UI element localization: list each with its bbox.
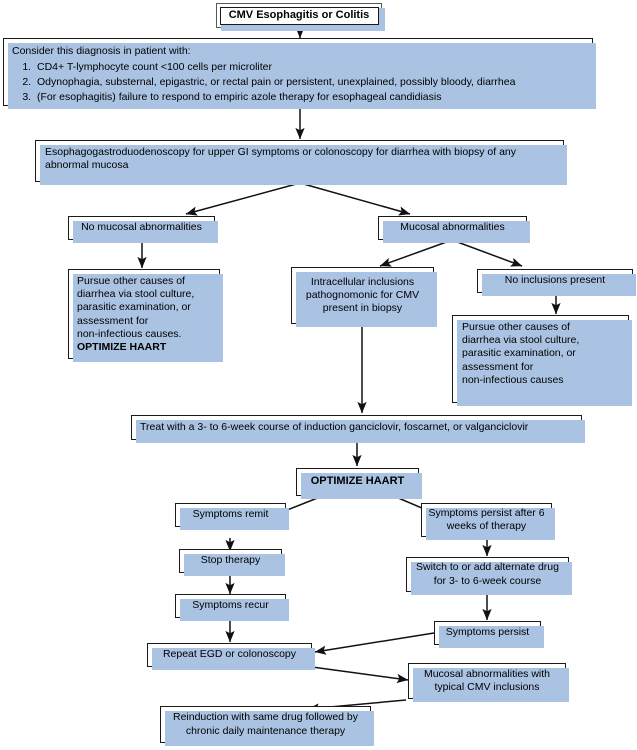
node-intracellular-inclusions-label: Intracellular inclusions pathognomonic f… — [305, 275, 420, 315]
pursue-left-line-5: non-infectious causes. — [77, 327, 182, 340]
node-symptoms-recur-label: Symptoms recur — [192, 599, 269, 612]
node-treat-induction-label: Treat with a 3- to 6-week course of indu… — [140, 420, 529, 433]
node-title-label: CMV Esophagitis or Colitis — [228, 8, 370, 21]
criteria-list: CD4+ T-lymphocyte count <100 cells per m… — [12, 60, 584, 105]
node-intracellular-inclusions: Intracellular inclusions pathognomonic f… — [291, 267, 437, 327]
criteria-item: (For esophagitis) failure to respond to … — [34, 90, 584, 105]
edge-endoscopy-to-abnormalities — [299, 182, 411, 216]
criteria-item: Odynophagia, substernal, epigastric, or … — [34, 75, 584, 90]
node-stop-therapy-label: Stop therapy — [200, 554, 261, 567]
node-no-inclusions-present-label: No inclusions present — [504, 274, 606, 287]
pursue-right-line-1: Pursue other causes of — [462, 321, 570, 333]
node-mucosal-abnormalities-label: Mucosal abnormalities — [400, 221, 505, 234]
node-symptoms-persist-label: Symptoms persist — [445, 626, 530, 639]
node-reinduction-label: Reinduction with same drug followed by c… — [172, 711, 359, 737]
pursue-left-line-1: Pursue other causes of — [77, 275, 185, 287]
pursue-left-line-3: parasitic examination, or — [77, 301, 191, 314]
pursue-left-line-4: assessment for — [77, 314, 149, 327]
pursue-left-line-2: diarrhea via stool culture, — [77, 288, 195, 301]
node-diagnostic-criteria: Consider this diagnosis in patient with:… — [3, 38, 596, 109]
node-no-mucosal-abnormalities-label: No mucosal abnormalities — [81, 221, 202, 234]
node-no-mucosal-abnormalities: No mucosal abnormalities — [68, 216, 218, 243]
edge-endoscopy-to-no-abnormalities — [185, 182, 301, 216]
node-switch-or-add-label: Switch to or add alternate drug for 3- t… — [415, 561, 559, 587]
pursue-right-line-3: parasitic examination, or — [462, 347, 576, 360]
node-symptoms-recur: Symptoms recur — [175, 594, 289, 621]
node-repeat-egd-or-colonoscopy: Repeat EGD or colonoscopy — [147, 643, 315, 670]
node-optimize-haart: OPTIMIZE HAART — [296, 468, 422, 499]
node-treat-induction: Treat with a 3- to 6-week course of indu… — [131, 415, 585, 443]
node-symptoms-remit-label: Symptoms remit — [192, 508, 269, 521]
edge-abnormalities-to-no-inclusions — [451, 239, 523, 267]
node-switch-or-add-alternate-drug: Switch to or add alternate drug for 3- t… — [406, 557, 572, 595]
node-mucosal-abnormalities: Mucosal abnormalities — [378, 216, 530, 243]
node-endoscopy: Esophagogastroduodenoscopy for upper GI … — [35, 140, 567, 185]
node-symptoms-persist: Symptoms persist — [434, 621, 544, 648]
node-symptoms-persist-after-label: Symptoms persist after 6 weeks of therap… — [428, 506, 545, 532]
node-symptoms-remit: Symptoms remit — [175, 503, 289, 530]
node-reinduction-maintenance: Reinduction with same drug followed by c… — [160, 706, 374, 746]
node-no-inclusions-present: No inclusions present — [477, 269, 636, 296]
node-pursue-other-causes-left: Pursue other causes of diarrhea via stoo… — [68, 269, 223, 362]
edge-symptoms-persist-to-repeat-egd — [314, 632, 435, 655]
pursue-left-optimize-haart: OPTIMIZE HAART — [77, 341, 167, 354]
node-endoscopy-label: Esophagogastroduodenoscopy for upper GI … — [45, 146, 517, 172]
pursue-right-line-2: diarrhea via stool culture, — [462, 334, 580, 347]
node-optimize-haart-label: OPTIMIZE HAART — [310, 475, 405, 488]
edge-abnormalities-to-inclusions — [379, 239, 453, 267]
node-stop-therapy: Stop therapy — [179, 549, 285, 576]
node-repeat-egd-label: Repeat EGD or colonoscopy — [162, 648, 297, 661]
criteria-lead-label: Consider this diagnosis in patient with: — [12, 45, 191, 57]
pursue-right-line-4: assessment for — [462, 360, 534, 373]
node-title-cmv-esophagitis-or-colitis: CMV Esophagitis or Colitis — [216, 3, 385, 31]
edge-repeat-egd-to-mucosal-cmv — [311, 666, 409, 684]
pursue-right-line-5: non-infectious causes — [462, 373, 564, 386]
node-symptoms-persist-after-6-weeks: Symptoms persist after 6 weeks of therap… — [421, 503, 555, 540]
node-mucosal-cmv-label: Mucosal abnormalities with typical CMV i… — [423, 667, 551, 693]
node-mucosal-abnormalities-with-cmv-inclusions: Mucosal abnormalities with typical CMV i… — [408, 663, 569, 702]
node-pursue-other-causes-right: Pursue other causes of diarrhea via stoo… — [452, 315, 632, 406]
criteria-item: CD4+ T-lymphocyte count <100 cells per m… — [34, 60, 584, 75]
